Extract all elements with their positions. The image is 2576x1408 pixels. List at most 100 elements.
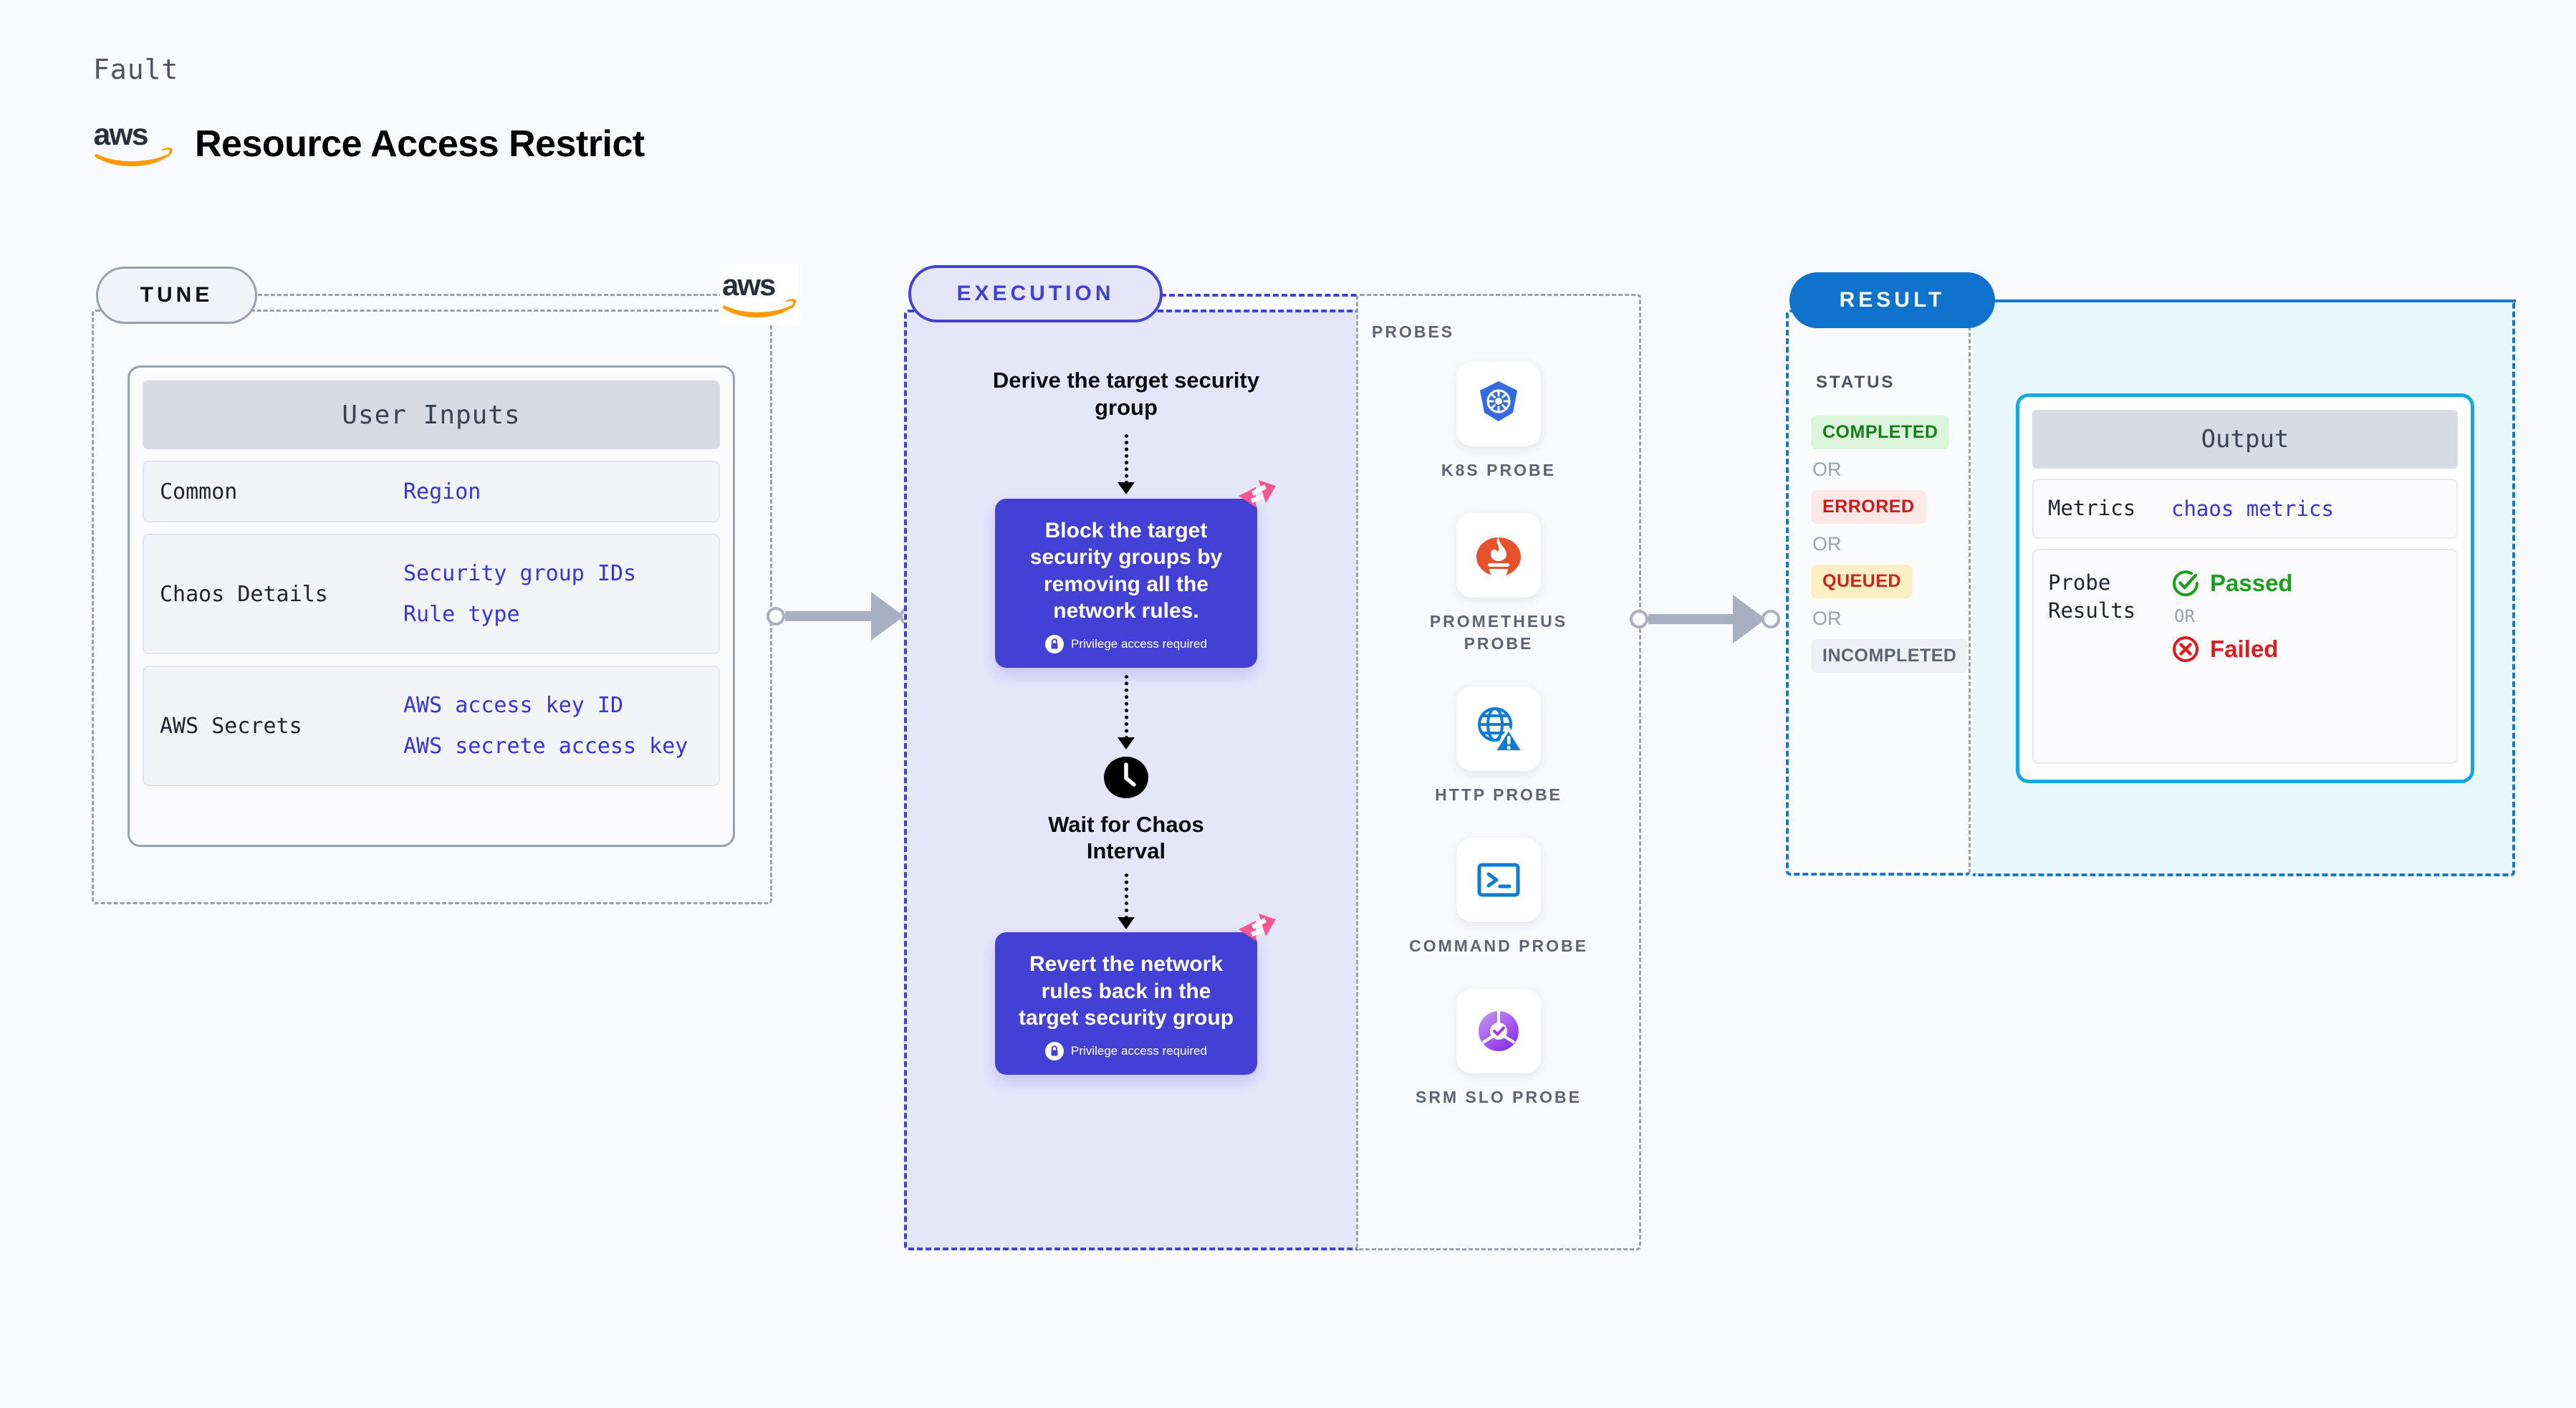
http-globe-warning-icon [1478,707,1524,754]
input-values: AWS access key ID AWS secrete access key [403,693,688,759]
input-row-common: Common Region [143,461,720,522]
output-card: Output Metrics chaos metrics Probe Resul… [2016,393,2474,783]
connector-start-dot [766,607,785,626]
svg-text:aws: aws [94,118,148,152]
execution-badge[interactable]: EXECUTION [908,265,1163,322]
input-value[interactable]: AWS access key ID [403,693,624,718]
prometheus-icon [1476,537,1521,579]
output-row-probe-results: Probe Results Passed OR Failed [2032,549,2458,764]
step-wait-label: Wait for Chaos Interval [1048,811,1204,864]
connector-line [1648,614,1733,624]
svg-text:aws: aws [722,268,775,302]
probe-item-prometheus[interactable]: PROMETHEUS PROBE [1398,513,1599,655]
connector-execution-to-result [1630,595,1780,643]
or-separator: OR [1812,533,1842,555]
input-value[interactable]: Security group IDs [403,561,637,586]
privilege-text: Privilege access required [1071,1043,1207,1058]
input-values: Region [403,479,481,504]
x-circle-icon [2173,636,2198,662]
status-badge-incompleted: INCOMPLETED [1811,639,1969,673]
connector-line [785,611,871,621]
tune-connector-line [258,294,724,296]
user-inputs-card: User Inputs Common Region Chaos Details … [128,365,735,847]
result-badge[interactable]: RESULT [1789,272,1995,328]
input-value[interactable]: Region [403,479,481,504]
fault-eyebrow: Fault [93,54,179,85]
status-badge-errored: ERRORED [1811,490,1926,524]
verdict-failed-label: Failed [2210,636,2279,662]
tune-panel-border [92,310,772,904]
step-revert-card[interactable]: Revert the network rules back in the tar… [995,914,1276,1075]
flow-arrow [1118,674,1135,750]
output-row-metrics: Metrics chaos metrics [2032,479,2458,539]
probe-tile [1456,989,1541,1074]
probe-label: PROMETHEUS PROBE [1429,612,1568,653]
flow-arrow [1118,434,1135,494]
page-title: aws Resource Access Restrict [92,118,645,170]
input-row-aws-secrets: AWS Secrets AWS access key ID AWS secret… [143,666,720,786]
verdict-passed: Passed [2171,569,2293,598]
step-block-title: Block the target security groups by remo… [1029,518,1223,623]
probe-item-http[interactable]: HTTP PROBE [1398,686,1599,806]
probe-verdicts: Passed OR Failed [2171,569,2293,664]
tune-badge[interactable]: TUNE [96,267,257,324]
output-title: Output [2032,410,2458,469]
connector-end-dot [1762,610,1780,628]
probe-tile [1456,686,1541,772]
probes-title: PROBES [1372,322,1455,341]
terminal-icon [1477,863,1520,897]
clock-icon [1104,756,1148,798]
connector-start-dot [1630,610,1648,628]
probe-tile [1456,513,1541,598]
output-key: Metrics [2048,496,2136,521]
flow-arrow [1118,873,1135,930]
probe-label: HTTP PROBE [1435,785,1562,805]
srm-slo-icon [1479,1011,1519,1052]
input-key: Chaos Details [160,581,328,607]
status-badge-completed: COMPLETED [1811,416,1950,449]
probe-label: COMMAND PROBE [1409,937,1588,956]
input-key: AWS Secrets [160,713,302,739]
user-inputs-title: User Inputs [143,380,720,449]
input-key: Common [160,479,238,504]
harness-logo-icon [1239,479,1276,507]
status-title: STATUS [1816,373,1895,392]
output-key: Probe Results [2048,570,2136,623]
privilege-note: Privilege access required [1011,1041,1241,1060]
aws-logo-icon: aws [720,264,799,325]
aws-logo-icon: aws [94,118,173,167]
status-list: COMPLETED OR ERRORED OR QUEUED OR INCOMP… [1811,416,1976,673]
probe-label: SRM SLO PROBE [1416,1088,1582,1107]
tune-panel [92,310,772,904]
output-value[interactable]: chaos metrics [2171,497,2334,521]
or-separator: OR [2174,606,2195,626]
probes-panel [1356,294,1641,1250]
lock-icon [1045,634,1064,653]
step-derive-label: Derive the target security group [992,368,1260,420]
or-separator: OR [1812,459,1842,480]
step-block-card[interactable]: Block the target security groups by remo… [995,479,1276,668]
status-badge-queued: QUEUED [1811,565,1913,598]
probe-item-srm-slo[interactable]: SRM SLO PROBE [1398,989,1599,1108]
connector-tune-to-execution [766,592,918,641]
lock-icon [1045,1041,1064,1060]
input-value[interactable]: AWS secrete access key [403,734,688,759]
probes-list: K8S PROBE PROMETHEUS PROBE [1356,362,1641,1108]
input-values: Security group IDs Rule type [403,561,636,627]
probe-item-k8s[interactable]: K8S PROBE [1398,362,1599,482]
harness-logo-icon [1239,914,1276,942]
probe-item-command[interactable]: COMMAND PROBE [1398,838,1599,957]
input-value[interactable]: Rule type [403,602,520,627]
step-revert-title: Revert the network rules back in the tar… [1018,952,1234,1030]
input-row-chaos-details: Chaos Details Security group IDs Rule ty… [143,534,720,654]
or-separator: OR [1812,608,1842,629]
verdict-failed: Failed [2171,635,2293,664]
privilege-text: Privilege access required [1071,636,1207,651]
privilege-note: Privilege access required [1011,634,1241,653]
verdict-passed-label: Passed [2210,570,2293,596]
connector-arrowhead [871,592,904,641]
execution-flow: Derive the target security group Block t… [904,337,1348,1250]
page-title-text: Resource Access Restrict [195,123,645,165]
probe-tile [1456,362,1541,446]
